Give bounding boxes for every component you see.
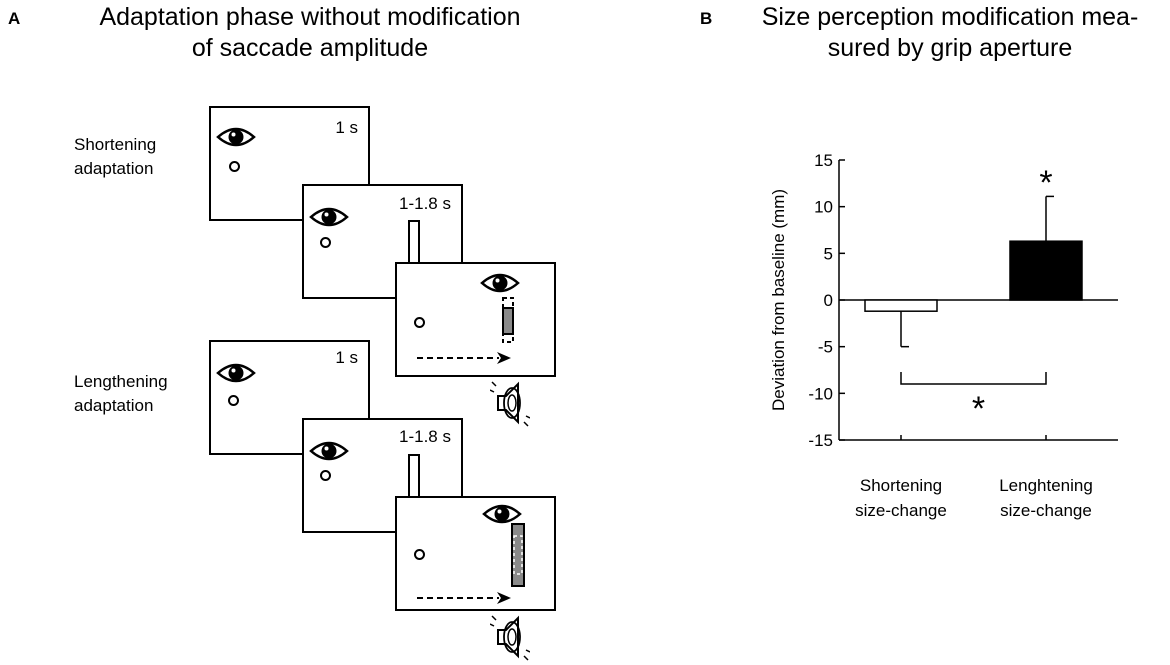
y-tick-label: -10 xyxy=(808,384,833,403)
eye-icon xyxy=(216,363,256,383)
fixation-point xyxy=(320,470,331,481)
fixation-point xyxy=(414,549,425,560)
bar xyxy=(1009,240,1083,301)
target-bar xyxy=(408,454,420,498)
eye-icon xyxy=(480,273,520,293)
dashed-arrow-icon xyxy=(417,592,511,604)
x-tick-label: size-change xyxy=(1000,501,1092,520)
panel-b-title: Size perception modification mea- sured … xyxy=(730,2,1170,64)
fixation-point xyxy=(228,395,239,406)
time-label: 1-1.8 s xyxy=(399,194,451,213)
panel-a-letter: A xyxy=(8,9,21,28)
shortened-target-bar xyxy=(502,297,514,343)
y-tick-label: 0 xyxy=(824,291,833,310)
panel-a-title: Adaptation phase without modification of… xyxy=(40,2,580,64)
bar xyxy=(864,299,938,312)
lengthening-label: Lengthening adaptation xyxy=(74,370,168,418)
bar-chart: 15 10 5 0 -5 -10 -15 Deviation from baseline (m… xyxy=(769,151,1118,520)
shortening-label-line1: Shortening xyxy=(74,135,157,154)
panel-b-letter: B xyxy=(700,9,713,28)
time-label: 1 s xyxy=(335,348,358,367)
y-tick-label: -5 xyxy=(818,338,833,357)
fixation-point xyxy=(414,317,425,328)
y-tick-label: 15 xyxy=(814,151,833,170)
y-tick-label: 5 xyxy=(824,244,833,263)
time-label: 1-1.8 s xyxy=(399,427,451,446)
y-tick-label: -15 xyxy=(808,431,833,450)
eye-icon xyxy=(309,207,349,227)
dashed-arrow-icon xyxy=(417,352,511,364)
panel-a-title-line1: Adaptation phase without modification xyxy=(99,3,521,31)
eye-icon xyxy=(216,127,256,147)
x-tick-label: Shortening xyxy=(860,476,942,495)
y-axis-label: Deviation from baseline (mm) xyxy=(769,189,788,411)
lengthening-label-line2: adaptation xyxy=(74,396,154,415)
panel-b-title-line1: Size perception modification mea- xyxy=(761,3,1139,31)
significance-star: * xyxy=(972,390,985,428)
speaker-icon xyxy=(490,615,530,661)
fixation-point xyxy=(229,161,240,172)
panel-b-title-line2: sured by grip aperture xyxy=(827,34,1073,62)
shortening-screen-3 xyxy=(395,262,556,377)
eye-icon xyxy=(482,504,522,524)
shortening-screen-1: 1 s xyxy=(209,106,370,221)
shortening-label-line2: adaptation xyxy=(74,159,154,178)
time-label: 1 s xyxy=(335,118,358,137)
shortening-label: Shortening adaptation xyxy=(74,133,156,181)
x-tick-label: Lenghtening xyxy=(999,476,1093,495)
eye-icon xyxy=(309,441,349,461)
significance-bracket xyxy=(900,372,1047,385)
lengthened-target-bar xyxy=(511,523,525,587)
target-bar xyxy=(408,220,420,264)
y-tick-label: 10 xyxy=(814,198,833,217)
lengthening-screen-3 xyxy=(395,496,556,611)
x-tick-label: size-change xyxy=(855,501,947,520)
lengthening-label-line1: Lengthening xyxy=(74,372,168,391)
panel-a-title-line2: of saccade amplitude xyxy=(191,34,429,62)
speaker-icon xyxy=(490,381,530,427)
significance-star: * xyxy=(1039,164,1052,202)
fixation-point xyxy=(320,237,331,248)
